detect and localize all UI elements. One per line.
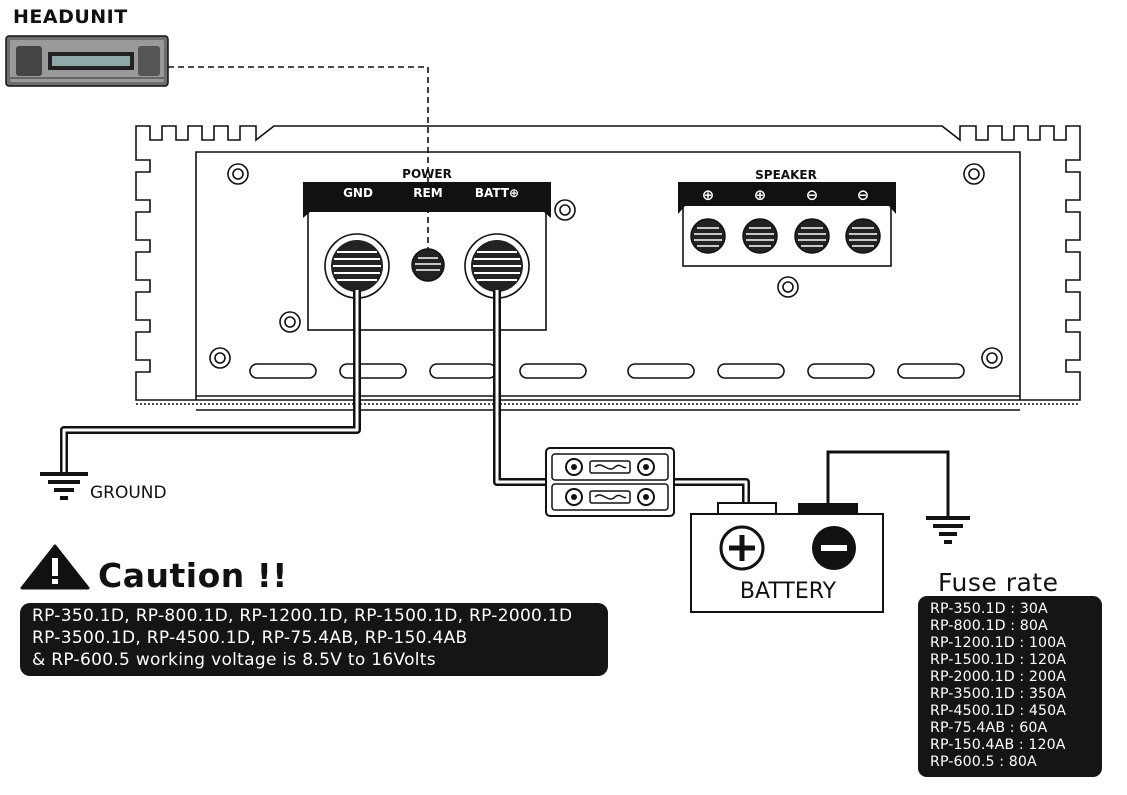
fuse-rate-row: RP-600.5 : 80A	[930, 754, 1037, 770]
speaker-polarity-1: ⊕	[702, 186, 715, 204]
warning-icon	[20, 544, 90, 590]
fuse-rate-row: RP-4500.1D : 450A	[930, 703, 1067, 719]
terminal-rem	[411, 248, 445, 282]
fuse-rate-row: RP-800.1D : 80A	[930, 618, 1048, 634]
ground-label: GROUND	[90, 483, 167, 503]
remote-wire	[168, 66, 429, 252]
terminal-label-gnd: GND	[343, 186, 373, 200]
caution-line-3: & RP-600.5 working voltage is 8.5V to 16…	[32, 650, 436, 670]
battery-negative-wire	[826, 450, 950, 516]
fuse-holder	[545, 447, 675, 517]
headunit-label: HEADUNIT	[13, 6, 128, 28]
fuse-rate-title: Fuse rate	[938, 568, 1059, 597]
ground-symbol-right	[926, 516, 970, 544]
speaker-title: SPEAKER	[755, 168, 817, 182]
caution-line-1: RP-350.1D, RP-800.1D, RP-1200.1D, RP-150…	[32, 606, 573, 626]
battery-label: BATTERY	[740, 579, 837, 604]
amplifier	[135, 125, 1081, 411]
caution-title: Caution !!	[98, 556, 288, 595]
terminal-label-batt: BATT⊕	[475, 186, 519, 200]
terminal-gnd	[324, 233, 390, 299]
speaker-polarity-4: ⊖	[857, 186, 870, 204]
fuse-rate-box: RP-350.1D : 30A RP-800.1D : 80A RP-1200.…	[918, 596, 1102, 777]
fuse-rate-row: RP-2000.1D : 200A	[930, 669, 1067, 685]
headunit-device	[5, 35, 169, 87]
terminal-label-rem: REM	[413, 186, 442, 200]
ground-symbol-left	[40, 472, 88, 500]
power-title: POWER	[402, 167, 452, 181]
fuse-rate-row: RP-350.1D : 30A	[930, 601, 1048, 617]
fuse-rate-row: RP-3500.1D : 350A	[930, 686, 1067, 702]
speaker-terminals	[690, 218, 881, 254]
caution-box: RP-350.1D, RP-800.1D, RP-1200.1D, RP-150…	[20, 603, 608, 676]
battery	[690, 502, 884, 613]
fuse-rate-row: RP-1200.1D : 100A	[930, 635, 1067, 651]
terminal-batt	[464, 233, 530, 299]
speaker-polarity-2: ⊕	[754, 186, 767, 204]
caution-line-2: RP-3500.1D, RP-4500.1D, RP-75.4AB, RP-15…	[32, 628, 468, 648]
fuse-rate-row: RP-150.4AB : 120A	[930, 737, 1066, 753]
speaker-polarity-3: ⊖	[806, 186, 819, 204]
fuse-rate-row: RP-75.4AB : 60A	[930, 720, 1048, 736]
fuse-rate-row: RP-1500.1D : 120A	[930, 652, 1067, 668]
ground-wire	[60, 290, 361, 472]
